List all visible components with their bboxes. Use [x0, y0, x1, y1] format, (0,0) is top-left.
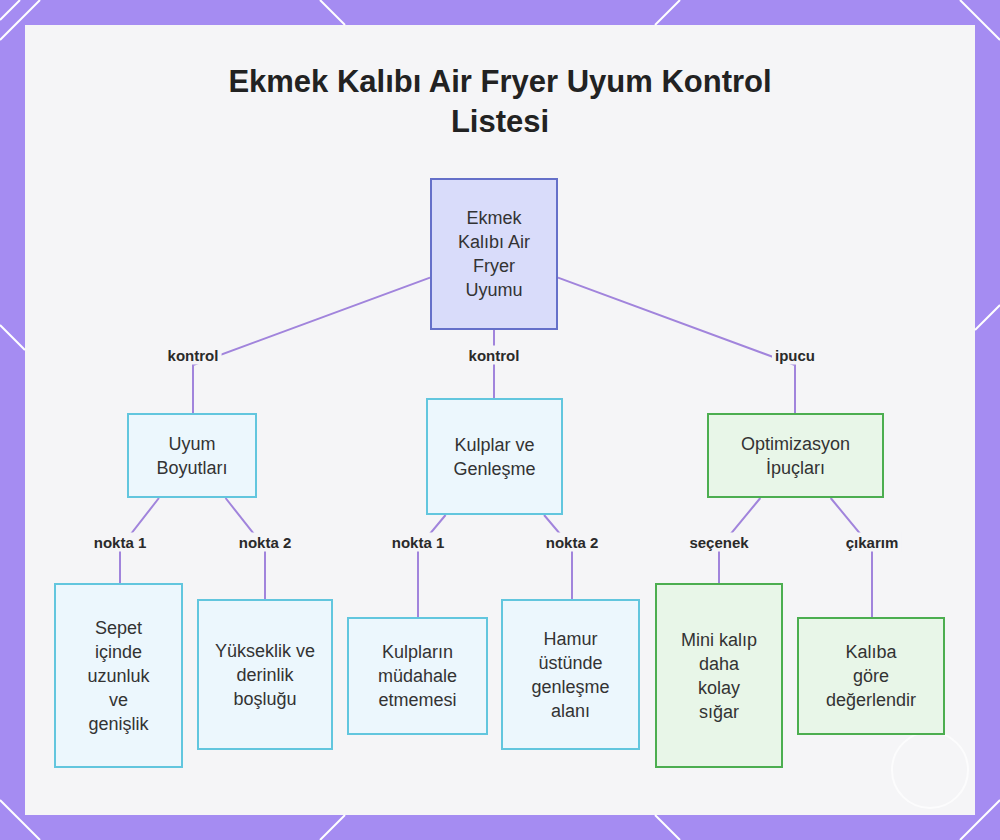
connector-line	[558, 278, 795, 413]
box-content: Kulplar ve Genleşme	[440, 433, 549, 481]
connector-line	[418, 515, 446, 617]
box-content: Kalıba göre değerlendir	[825, 640, 917, 712]
box-text: Uyum Boyutları	[141, 432, 243, 480]
box-text: Kulpların müdahale etmemesi	[367, 640, 468, 712]
box-content: Hamur üstünde genleşme alanı	[519, 627, 622, 723]
box-text: Optimizasyon İpuçları	[721, 432, 870, 480]
edge-label: nokta 2	[543, 533, 602, 552]
box-content: Optimizasyon İpuçları	[721, 432, 870, 480]
box-content: Uyum Boyutları	[141, 432, 243, 480]
box-content: Ekmek Kalıbı Air Fryer Uyumu	[448, 206, 540, 302]
concept-box: Hamur üstünde genleşme alanı	[501, 599, 640, 750]
box-text: Hamur üstünde genleşme alanı	[519, 627, 622, 723]
concept-box: Uyum Boyutları	[127, 413, 257, 498]
edge-label: kontrol	[165, 346, 222, 365]
connector-line	[831, 498, 872, 617]
diagram-title: Ekmek Kalıbı Air Fryer Uyum Kontrol List…	[200, 62, 800, 142]
watermark-circle	[892, 732, 968, 808]
box-text: Mini kalıp daha kolay sığar	[677, 628, 761, 724]
concept-box: Yükseklik ve derinlik boşluğu	[197, 599, 333, 750]
concept-box: Mini kalıp daha kolay sığar	[655, 583, 783, 768]
connector-line	[544, 515, 572, 599]
box-text: Kulplar ve Genleşme	[440, 433, 549, 481]
edge-label: ipucu	[772, 346, 818, 365]
concept-box: Kalıba göre değerlendir	[797, 617, 945, 735]
box-content: Mini kalıp daha kolay sığar	[677, 628, 761, 724]
edge-label: çıkarım	[843, 533, 902, 552]
edge-label: nokta 2	[236, 533, 295, 552]
box-content: Sepet içinde uzunluk ve genişlik	[78, 616, 159, 736]
box-text: Yükseklik ve derinlik boşluğu	[213, 639, 317, 711]
edge-label: nokta 1	[91, 533, 150, 552]
box-content: Yükseklik ve derinlik boşluğu	[213, 639, 317, 711]
edge-label: kontrol	[466, 346, 523, 365]
concept-box: Sepet içinde uzunluk ve genişlik	[54, 583, 183, 768]
edge-label: seçenek	[686, 533, 751, 552]
concept-box: Kulpların müdahale etmemesi	[347, 617, 488, 735]
connector-line	[193, 278, 430, 413]
box-text: Sepet içinde uzunluk ve genişlik	[78, 616, 159, 736]
box-text: Ekmek Kalıbı Air Fryer Uyumu	[448, 206, 540, 302]
box-content: Kulpların müdahale etmemesi	[367, 640, 468, 712]
concept-box: Ekmek Kalıbı Air Fryer Uyumu	[430, 178, 558, 330]
concept-box: Optimizasyon İpuçları	[707, 413, 884, 498]
edge-label: nokta 1	[389, 533, 448, 552]
box-text: Kalıba göre değerlendir	[825, 640, 917, 712]
concept-box: Kulplar ve Genleşme	[426, 398, 563, 515]
